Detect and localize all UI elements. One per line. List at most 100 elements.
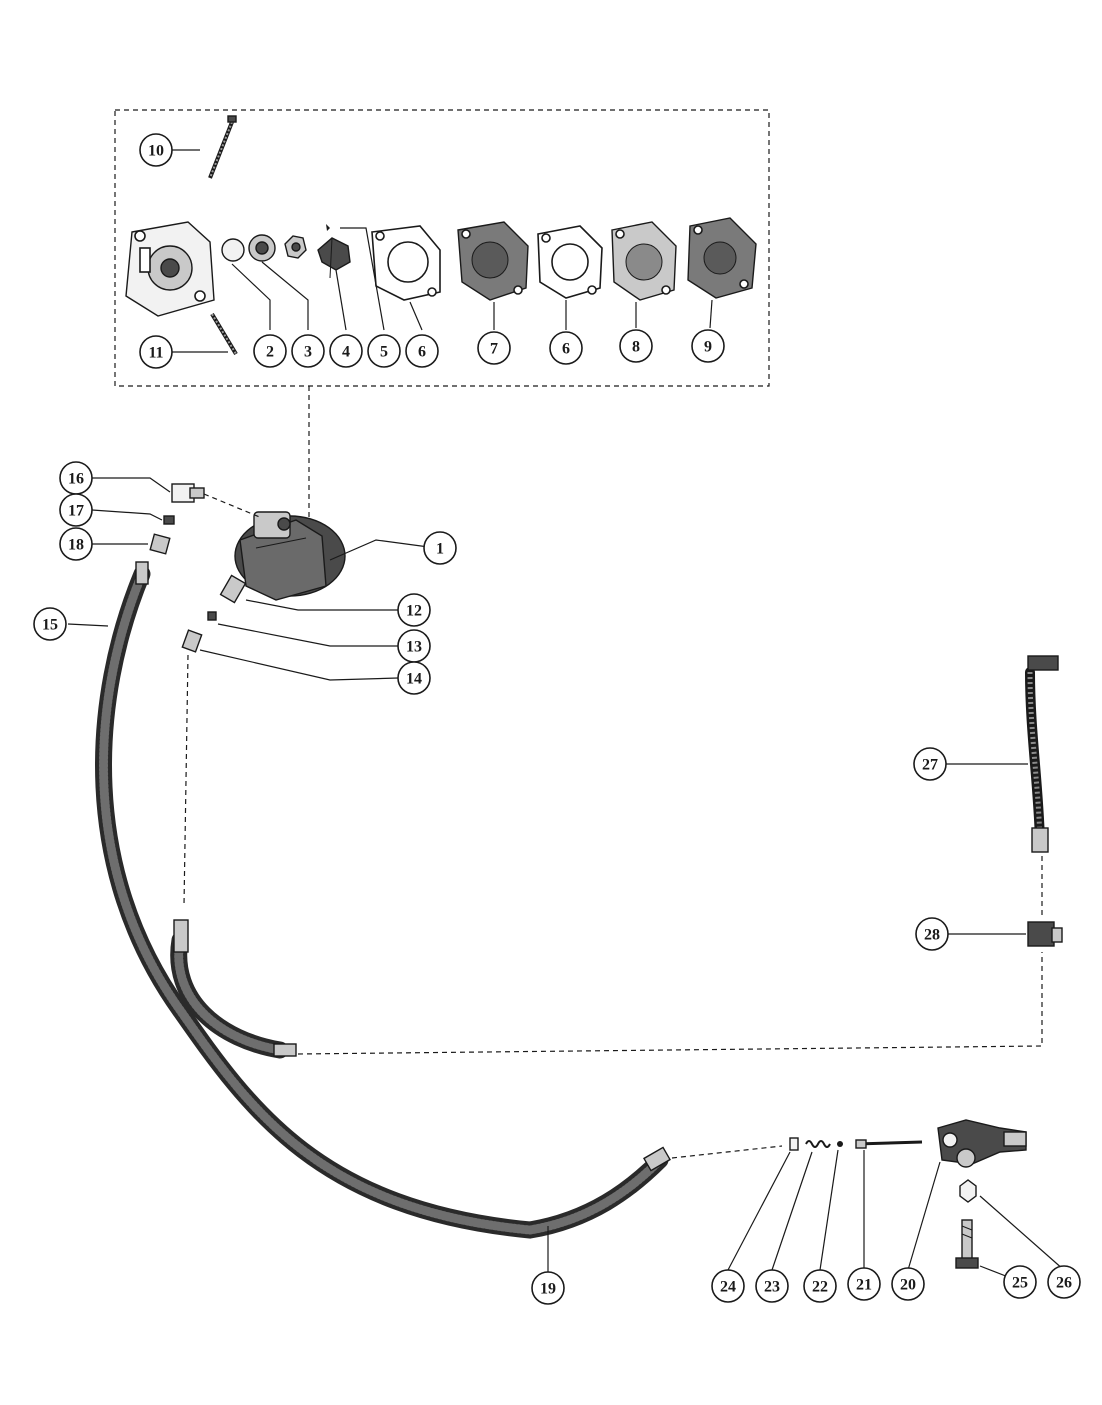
callout-label: 28 (924, 927, 940, 944)
callout-circle (619, 329, 653, 363)
callout-18: 18 (59, 527, 93, 561)
screw-part (208, 115, 237, 179)
elbow-fitting-part (171, 483, 205, 503)
callout-label: 23 (764, 1279, 780, 1296)
spring-part (805, 1140, 831, 1148)
callout-12: 12 (397, 593, 431, 627)
callout-label: 6 (562, 341, 570, 358)
callout-label: 2 (266, 344, 274, 361)
vent-hose-part (1025, 655, 1059, 853)
pin-part (326, 224, 330, 231)
callout-label: 20 (900, 1277, 916, 1294)
callout-26: 26 (1047, 1265, 1081, 1299)
callout-label: 15 (42, 617, 58, 634)
diaphragm-part (457, 221, 529, 301)
callout-label: 19 (540, 1281, 556, 1298)
callout-28: 28 (915, 917, 949, 951)
pump-cover-part (125, 221, 215, 317)
callout-label: 6 (418, 344, 426, 361)
fitting-part (1027, 921, 1063, 947)
callout-10: 10 (139, 133, 173, 167)
callout-6: 6 (405, 334, 439, 368)
callout-27: 27 (913, 747, 947, 781)
callout-label: 26 (1056, 1275, 1072, 1292)
callout-24: 24 (711, 1269, 745, 1303)
callout-circle (549, 331, 583, 365)
nut-part (284, 235, 307, 259)
callout-circle (33, 607, 67, 641)
callout-circle (397, 661, 431, 695)
nut-part (149, 533, 171, 555)
callout-22: 22 (803, 1269, 837, 1303)
callout-11: 11 (139, 335, 173, 369)
callout-label: 5 (380, 344, 388, 361)
assembly-line (297, 952, 1043, 1055)
callout-21: 21 (847, 1267, 881, 1301)
callout-14: 14 (397, 661, 431, 695)
callout-8: 8 (619, 329, 653, 363)
callout-13: 13 (397, 629, 431, 663)
ferrule-part (789, 1137, 799, 1151)
callout-circle (367, 334, 401, 368)
nut-part (181, 629, 203, 653)
callout-label: 13 (406, 639, 422, 656)
callout-label: 12 (406, 603, 422, 620)
callout-label: 18 (68, 537, 84, 554)
callout-circle (59, 493, 93, 527)
callout-19: 19 (531, 1271, 565, 1305)
gasket-part (371, 225, 441, 301)
callout-16: 16 (59, 461, 93, 495)
callout-6: 6 (549, 331, 583, 365)
callout-2: 2 (253, 334, 287, 368)
nut-part (959, 1179, 977, 1203)
callout-label: 16 (68, 471, 84, 488)
callout-label: 22 (812, 1279, 828, 1296)
gasket-part (537, 225, 603, 299)
callout-circle (405, 334, 439, 368)
callout-circle (291, 334, 325, 368)
callout-label: 14 (406, 671, 422, 688)
bolt-part (955, 1219, 979, 1269)
ferrule-part (163, 515, 175, 525)
valve-body-part (937, 1119, 1027, 1168)
callout-17: 17 (59, 493, 93, 527)
leader-lines (172, 149, 713, 353)
callout-circle (803, 1269, 837, 1303)
callout-label: 24 (720, 1279, 736, 1296)
callout-label: 27 (922, 757, 938, 774)
diaphragm-plate-part (611, 221, 677, 301)
callout-23: 23 (755, 1269, 789, 1303)
callout-circle (397, 593, 431, 627)
callout-5: 5 (367, 334, 401, 368)
callout-label: 25 (1012, 1275, 1028, 1292)
callout-15: 15 (33, 607, 67, 641)
callout-circle (891, 1267, 925, 1301)
callout-circle (1003, 1265, 1037, 1299)
callout-circle (139, 335, 173, 369)
diaphragm-part (248, 234, 276, 262)
callout-label: 9 (704, 339, 712, 356)
callout-3: 3 (291, 334, 325, 368)
callout-circle (59, 527, 93, 561)
callout-circle (711, 1269, 745, 1303)
callout-circle (329, 334, 363, 368)
leader-lines (67, 477, 1065, 1281)
disc-part (221, 238, 245, 262)
screw-part (210, 312, 238, 356)
callout-label: 1 (436, 541, 444, 558)
callout-label: 11 (148, 345, 163, 362)
callout-circle (913, 747, 947, 781)
callout-label: 17 (68, 503, 84, 520)
callout-circle (915, 917, 949, 951)
callout-1: 1 (423, 531, 457, 565)
callout-label: 7 (490, 341, 498, 358)
fuel-pump-body (234, 511, 346, 601)
callout-circle (477, 331, 511, 365)
callout-20: 20 (891, 1267, 925, 1301)
callout-label: 4 (342, 344, 350, 361)
fuel-hose-part (95, 561, 671, 1239)
gasket-part (687, 217, 757, 299)
ball-part (837, 1141, 843, 1147)
